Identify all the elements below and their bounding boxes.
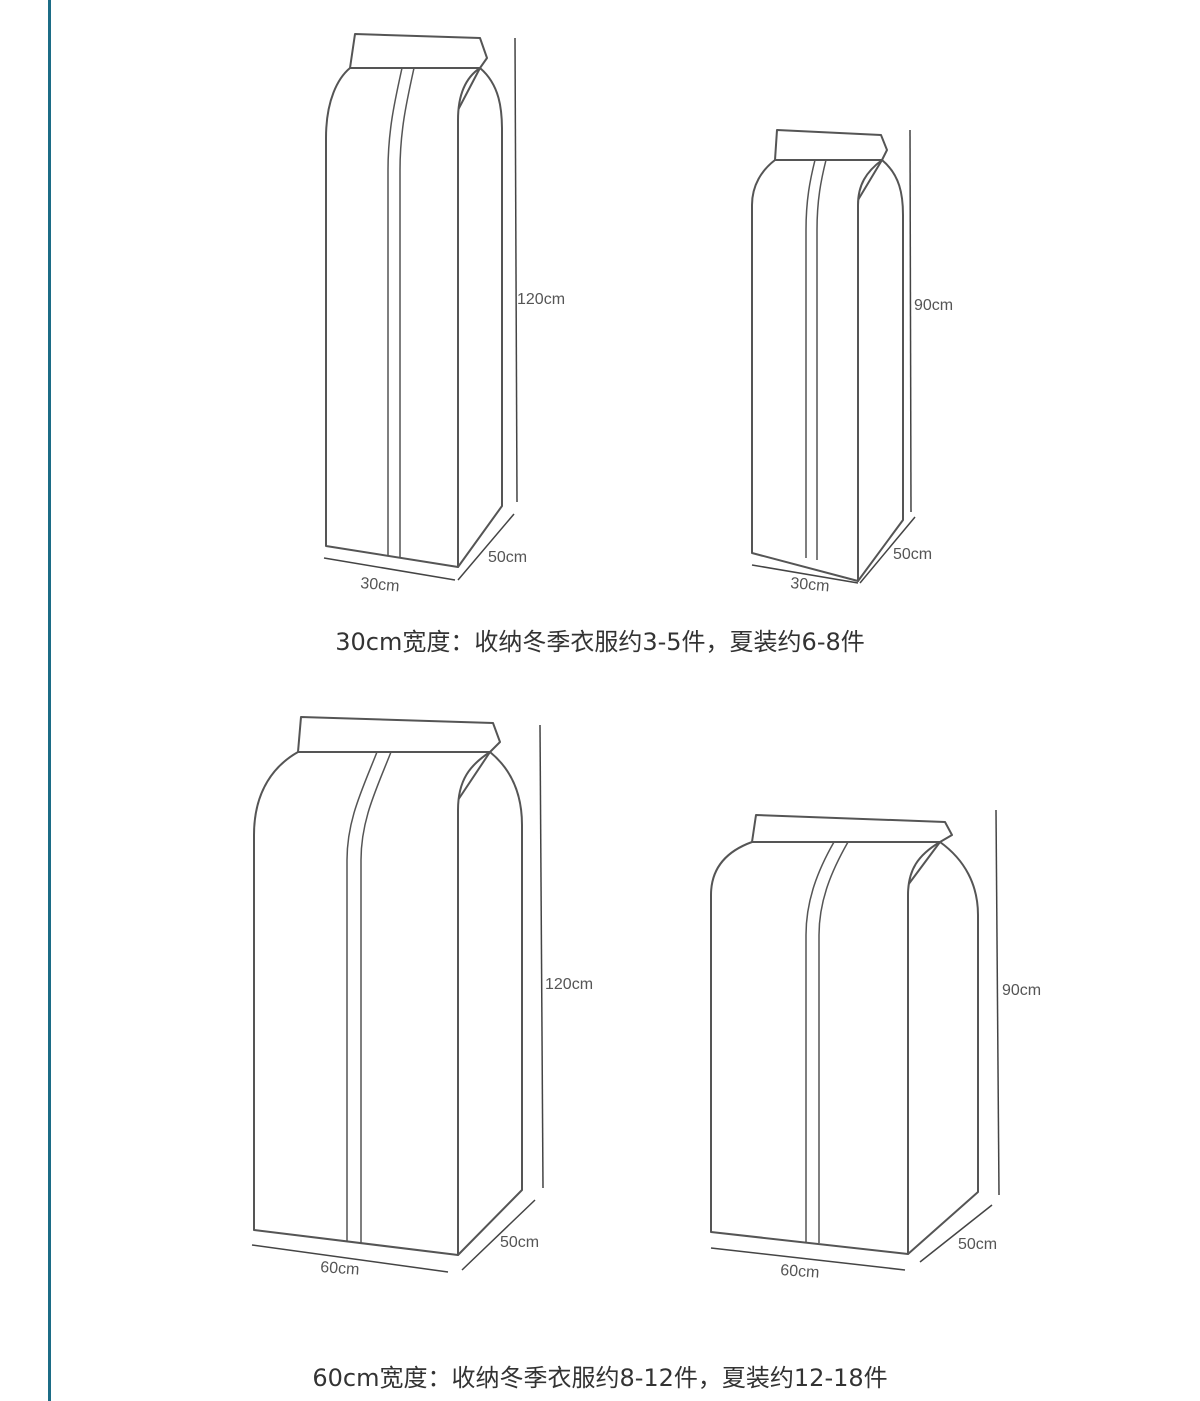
garment-bag-30x120: 120cm 50cm 30cm bbox=[323, 33, 565, 595]
bag-zipper-left bbox=[805, 159, 816, 558]
height-label: 90cm bbox=[1002, 982, 1041, 999]
bag-side-panel bbox=[457, 67, 503, 568]
width-dimension-line bbox=[323, 557, 456, 581]
bag-side-panel bbox=[907, 841, 979, 1255]
height-dimension-line bbox=[909, 129, 912, 513]
width-dimension-line bbox=[751, 564, 859, 584]
height-dimension-line bbox=[995, 809, 1000, 1196]
width-label: 60cm bbox=[320, 1259, 360, 1279]
bag-front-panel bbox=[710, 841, 941, 1255]
depth-label: 50cm bbox=[958, 1236, 997, 1253]
caption-60cm-width: 60cm宽度：收纳冬季衣服约8-12件，夏装约12-18件 bbox=[312, 1364, 888, 1392]
depth-dimension-line bbox=[919, 1204, 993, 1263]
bag-zipper-left bbox=[387, 67, 403, 556]
bag-side-panel bbox=[857, 159, 904, 582]
bag-zipper-right bbox=[360, 751, 392, 1243]
width-label: 30cm bbox=[360, 575, 400, 595]
left-accent-rule bbox=[48, 0, 51, 1401]
bag-zipper-right bbox=[399, 67, 415, 558]
bag-zipper-left bbox=[805, 841, 835, 1242]
height-label: 90cm bbox=[914, 297, 953, 314]
bag-top-hanger-panel bbox=[751, 814, 953, 843]
depth-label: 50cm bbox=[500, 1234, 539, 1251]
bag-side-panel bbox=[457, 751, 523, 1256]
depth-dimension-line bbox=[457, 513, 515, 581]
bag-front-panel bbox=[325, 67, 481, 568]
height-label: 120cm bbox=[545, 976, 593, 993]
depth-label: 50cm bbox=[488, 549, 527, 566]
garment-bag-60x90: 90cm 50cm 60cm bbox=[710, 809, 1041, 1282]
bag-zipper-left bbox=[346, 751, 378, 1242]
bag-top-hanger-panel bbox=[774, 129, 888, 161]
depth-dimension-line bbox=[461, 1199, 536, 1271]
caption-30cm-width: 30cm宽度：收纳冬季衣服约3-5件，夏装约6-8件 bbox=[335, 628, 865, 656]
garment-bag-30x90: 90cm 50cm 30cm bbox=[751, 129, 953, 595]
garment-bag-60x120: 120cm 50cm 60cm bbox=[251, 716, 593, 1279]
width-dimension-line bbox=[251, 1244, 449, 1273]
bag-zipper-right bbox=[818, 841, 849, 1243]
bag-top-hanger-panel bbox=[349, 33, 488, 69]
bag-front-panel bbox=[253, 751, 491, 1256]
height-dimension-line bbox=[539, 724, 544, 1189]
bag-zipper-right bbox=[816, 159, 827, 560]
width-dimension-line bbox=[710, 1247, 906, 1271]
bag-top-hanger-panel bbox=[297, 716, 501, 753]
depth-label: 50cm bbox=[893, 546, 932, 563]
width-label: 30cm bbox=[790, 575, 830, 595]
depth-dimension-line bbox=[859, 516, 916, 584]
height-label: 120cm bbox=[517, 291, 565, 308]
width-label: 60cm bbox=[780, 1262, 820, 1282]
height-dimension-line bbox=[514, 37, 518, 503]
